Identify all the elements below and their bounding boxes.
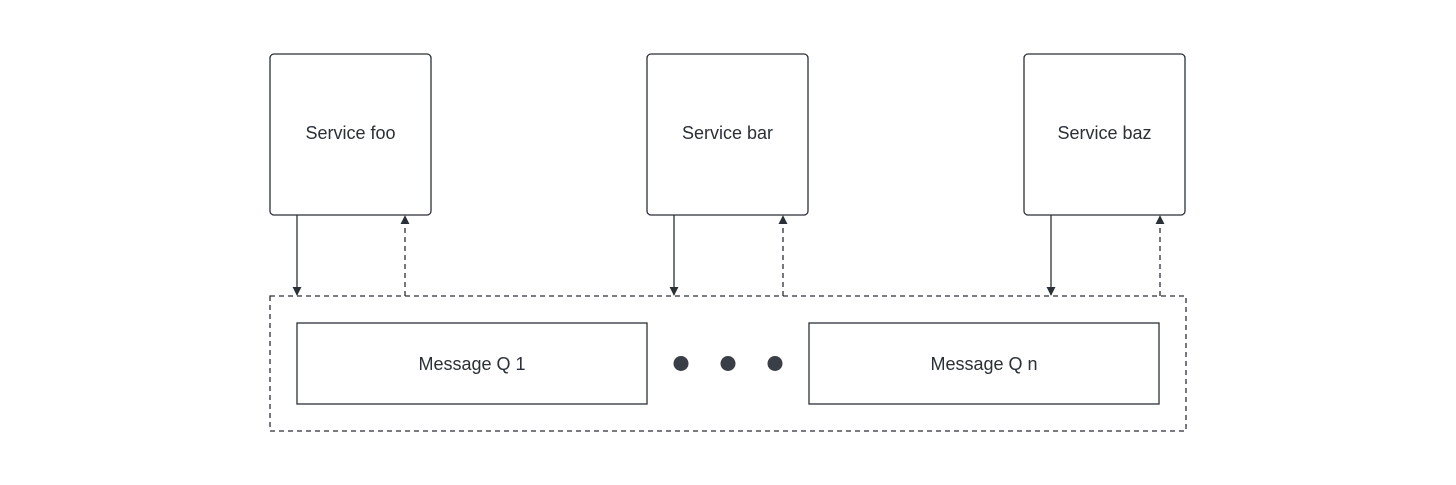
service-baz-node[interactable]: Service baz bbox=[1023, 53, 1186, 216]
message-queue-1-node[interactable]: Message Q 1 bbox=[296, 322, 648, 405]
message-queue-n-node[interactable]: Message Q n bbox=[808, 322, 1160, 405]
ellipsis-dot bbox=[673, 356, 689, 371]
ellipsis-dot bbox=[767, 356, 783, 371]
ellipsis-dot bbox=[720, 356, 736, 371]
ellipsis-icon bbox=[673, 356, 783, 371]
service-foo-node[interactable]: Service foo bbox=[269, 53, 432, 216]
service-baz-label: Service baz bbox=[1057, 123, 1151, 143]
message-queue-1-label: Message Q 1 bbox=[418, 354, 525, 374]
message-queue-n-label: Message Q n bbox=[930, 354, 1037, 374]
queue-group-container[interactable] bbox=[269, 295, 1187, 432]
service-foo-label: Service foo bbox=[305, 123, 395, 143]
service-bar-label: Service bar bbox=[682, 123, 773, 143]
service-bar-node[interactable]: Service bar bbox=[646, 53, 809, 216]
